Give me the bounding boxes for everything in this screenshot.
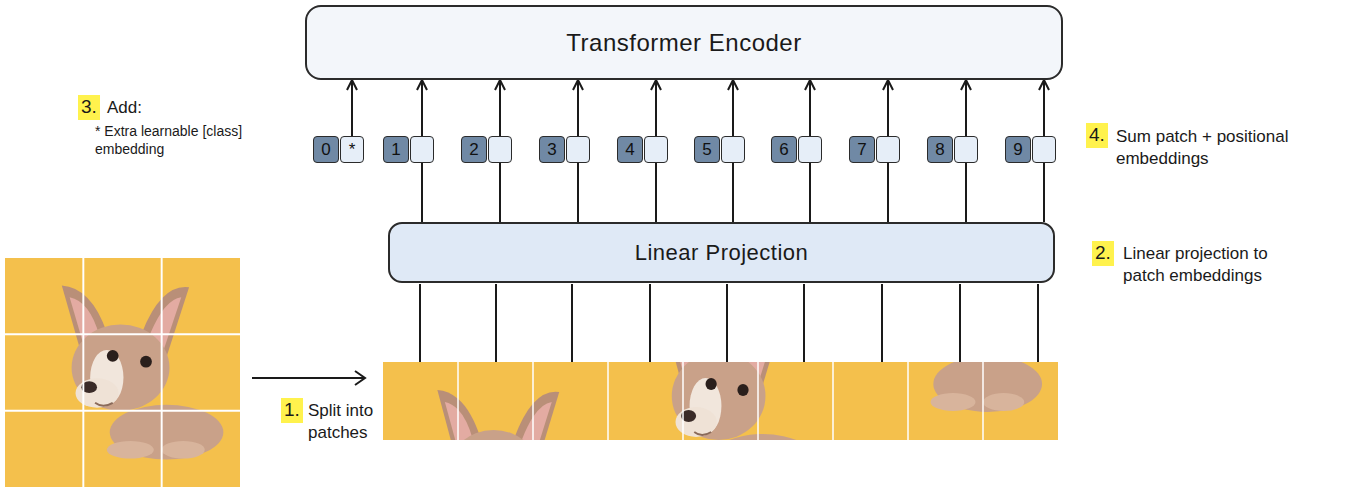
flow-arrow	[1043, 80, 1045, 136]
flow-arrow	[965, 163, 967, 222]
token-number: 1	[391, 140, 400, 160]
patch-embedding	[410, 136, 434, 163]
token-number: 0	[321, 140, 330, 160]
patch-embedding	[721, 136, 745, 163]
patch-embedding	[954, 136, 978, 163]
flow-arrow	[655, 163, 657, 222]
flow-arrow	[421, 163, 423, 222]
annotation-text: Add:	[107, 97, 142, 119]
callout-number: 2.	[1092, 241, 1114, 266]
token-pair: 0*	[313, 136, 364, 163]
dog-photo	[5, 258, 240, 487]
position-embedding: 9	[1005, 136, 1031, 163]
token-pair: 7	[849, 136, 900, 163]
token-pair: 9	[1005, 136, 1056, 163]
position-embedding: 5	[694, 136, 720, 163]
flow-arrow	[577, 80, 579, 136]
position-embedding: 0	[313, 136, 339, 163]
position-embedding: 3	[539, 136, 565, 163]
token-pair: 3	[539, 136, 590, 163]
flow-arrow	[732, 80, 734, 136]
token-pair: 2	[461, 136, 512, 163]
token-number: 8	[935, 140, 944, 160]
token-pair: 8	[927, 136, 978, 163]
token-number: 5	[702, 140, 711, 160]
position-embedding: 4	[617, 136, 643, 163]
token-number: 2	[469, 140, 478, 160]
patch-embedding	[644, 136, 668, 163]
flow-arrow	[421, 80, 423, 136]
token-number: 3	[547, 140, 556, 160]
flow-arrow	[965, 80, 967, 136]
patch-embedding	[798, 136, 822, 163]
patch-embedding	[876, 136, 900, 163]
position-embedding: 8	[927, 136, 953, 163]
box-label: Transformer Encoder	[566, 29, 801, 57]
flow-arrow	[655, 80, 657, 136]
flow-arrow	[577, 163, 579, 222]
annotation-text: Split into patches	[308, 400, 403, 444]
projection-box: Linear Projection	[388, 222, 1055, 283]
position-embedding: 1	[383, 136, 409, 163]
box-label: Linear Projection	[635, 240, 809, 266]
flow-arrow	[732, 163, 734, 222]
token-number: 9	[1013, 140, 1022, 160]
token-number: 4	[625, 140, 634, 160]
token-pair: 1	[383, 136, 434, 163]
flow-arrow	[887, 80, 889, 136]
position-embedding: 7	[849, 136, 875, 163]
callout-number: 3.	[78, 95, 100, 120]
flow-arrow	[809, 163, 811, 222]
patch-embedding	[1032, 136, 1056, 163]
token-pair: 5	[694, 136, 745, 163]
patch-embedding	[488, 136, 512, 163]
flow-arrow	[499, 80, 501, 136]
token-number: *	[349, 140, 356, 160]
flow-arrow	[809, 80, 811, 136]
patch-embedding	[566, 136, 590, 163]
annotation-text: Sum patch + positional embeddings	[1116, 126, 1306, 170]
flow-arrow	[499, 163, 501, 222]
token-pair: 6	[771, 136, 822, 163]
callout-number: 1.	[281, 398, 303, 423]
position-embedding: 6	[771, 136, 797, 163]
token-number: 7	[857, 140, 866, 160]
annotation-text: Linear projection to patch embeddings	[1123, 243, 1298, 287]
patch-strip	[383, 206, 1058, 487]
callout-number: 4.	[1086, 123, 1108, 148]
token-number: 6	[779, 140, 788, 160]
annotation-text: * Extra learnable [class] embedding	[95, 122, 245, 158]
token-pair: 4	[617, 136, 668, 163]
patch-feed-lines	[420, 284, 1038, 362]
flow-arrow	[351, 80, 353, 136]
flow-arrow	[887, 163, 889, 222]
patch-embedding: *	[340, 136, 364, 163]
flow-arrow	[1043, 163, 1045, 222]
position-embedding: 2	[461, 136, 487, 163]
split-arrow	[252, 371, 365, 385]
encoder-box: Transformer Encoder	[305, 5, 1063, 80]
